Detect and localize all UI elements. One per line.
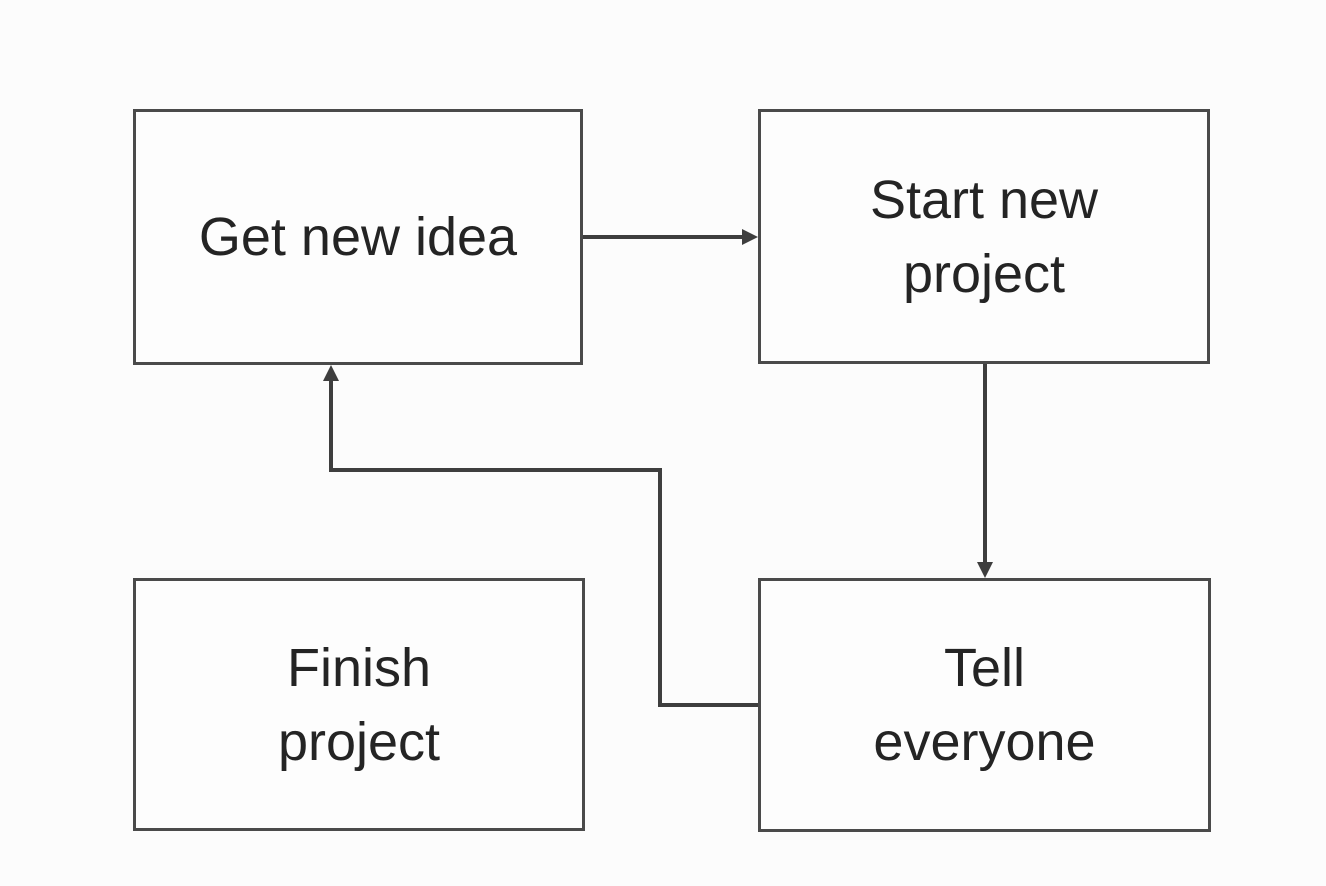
connector-line: [583, 235, 742, 239]
node-label-line: Finish: [286, 637, 432, 698]
flowchart-node-tell-everyone: Tell everyone: [758, 578, 1211, 832]
arrowhead-down-icon: [977, 562, 993, 578]
node-label-line: project: [277, 711, 441, 772]
node-label-line: Tell: [943, 638, 1026, 698]
flowchart-node-start-new-project: Start new project: [758, 109, 1210, 364]
connector-line: [329, 468, 662, 472]
arrowhead-right-icon: [742, 229, 758, 245]
node-label-line: project: [902, 243, 1066, 304]
node-label-line: Start new: [869, 169, 1099, 230]
connector-line: [658, 703, 758, 707]
node-label: Get new idea: [198, 207, 518, 267]
flowchart-node-finish-project: Finish project: [133, 578, 585, 831]
node-label-line: everyone: [873, 712, 1096, 772]
flowchart-node-get-new-idea: Get new idea: [133, 109, 583, 365]
connector-line: [983, 364, 987, 562]
connector-line: [658, 468, 662, 707]
arrowhead-up-icon: [323, 365, 339, 381]
connector-line: [329, 379, 333, 472]
